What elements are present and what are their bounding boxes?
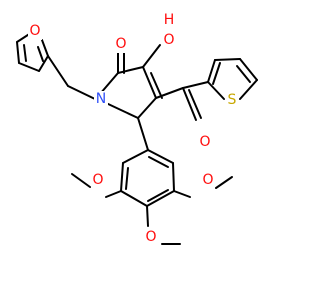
bond [212,62,221,85]
bond [71,173,91,188]
phenyl-ring [120,149,175,207]
bond [207,81,225,100]
ketone-oxygen: O [198,134,212,151]
bond [120,190,148,207]
bond [214,58,241,61]
bond [173,190,191,198]
bond [23,44,27,62]
ring-nitrogen-label: N [96,91,106,107]
bond [137,97,157,119]
bond [215,176,233,189]
bond [18,62,40,72]
bond [142,44,161,68]
ketone-oxygen-label: O [199,134,210,150]
methoxy-left: O [91,172,105,188]
bond [125,167,129,190]
furan-ring [16,30,49,72]
bond [41,39,49,57]
pyrrolone-ring [99,66,163,119]
bond [47,55,69,87]
methoxy-middle: O [144,229,158,245]
bond [188,89,202,119]
bond [239,79,258,100]
bond [37,46,44,62]
hydroxyl-group: O H [162,12,176,49]
thiophene-sulfur: S [225,92,239,108]
methoxy-middle-oxygen-label: O [145,229,156,245]
bond [142,66,157,99]
bond [147,149,174,164]
bond [16,41,20,64]
thiophene-sulfur-label: S [228,92,237,108]
furan-oxygen: O [28,23,42,40]
bond [155,87,184,99]
bond [120,162,124,192]
hydroxyl-hydrogen-label: H [164,12,175,28]
bond [207,59,216,83]
structure-canvas: O O O H S O N O O O [16,12,258,245]
bond [38,55,49,72]
bond [236,65,251,83]
methoxy-left-oxygen-label: O [92,172,103,188]
lactam-oxygen: O [114,36,128,53]
methoxy-right-oxygen-label: O [202,172,213,188]
bond [67,85,96,100]
bond [105,102,139,119]
bond [122,149,149,164]
bond [239,58,258,81]
bond [147,189,169,202]
thiophene-ring [182,58,258,100]
bond [148,156,169,168]
lactam-oxygen-label: O [115,36,126,52]
bond [137,117,149,151]
bond [182,81,209,89]
bond [99,72,119,95]
bond [150,72,163,99]
molecule-drawing: O O O H S O N O O O [16,12,258,245]
hydroxyl-oxygen-label: O [163,32,174,48]
bond [172,162,175,192]
furan-oxygen-label: O [29,23,40,39]
bond [105,190,122,198]
bond [146,205,149,227]
bond [182,87,197,121]
methoxy-right: O [201,172,215,188]
bond [146,190,175,207]
ring-nitrogen: N [94,91,108,107]
bond [117,66,144,74]
